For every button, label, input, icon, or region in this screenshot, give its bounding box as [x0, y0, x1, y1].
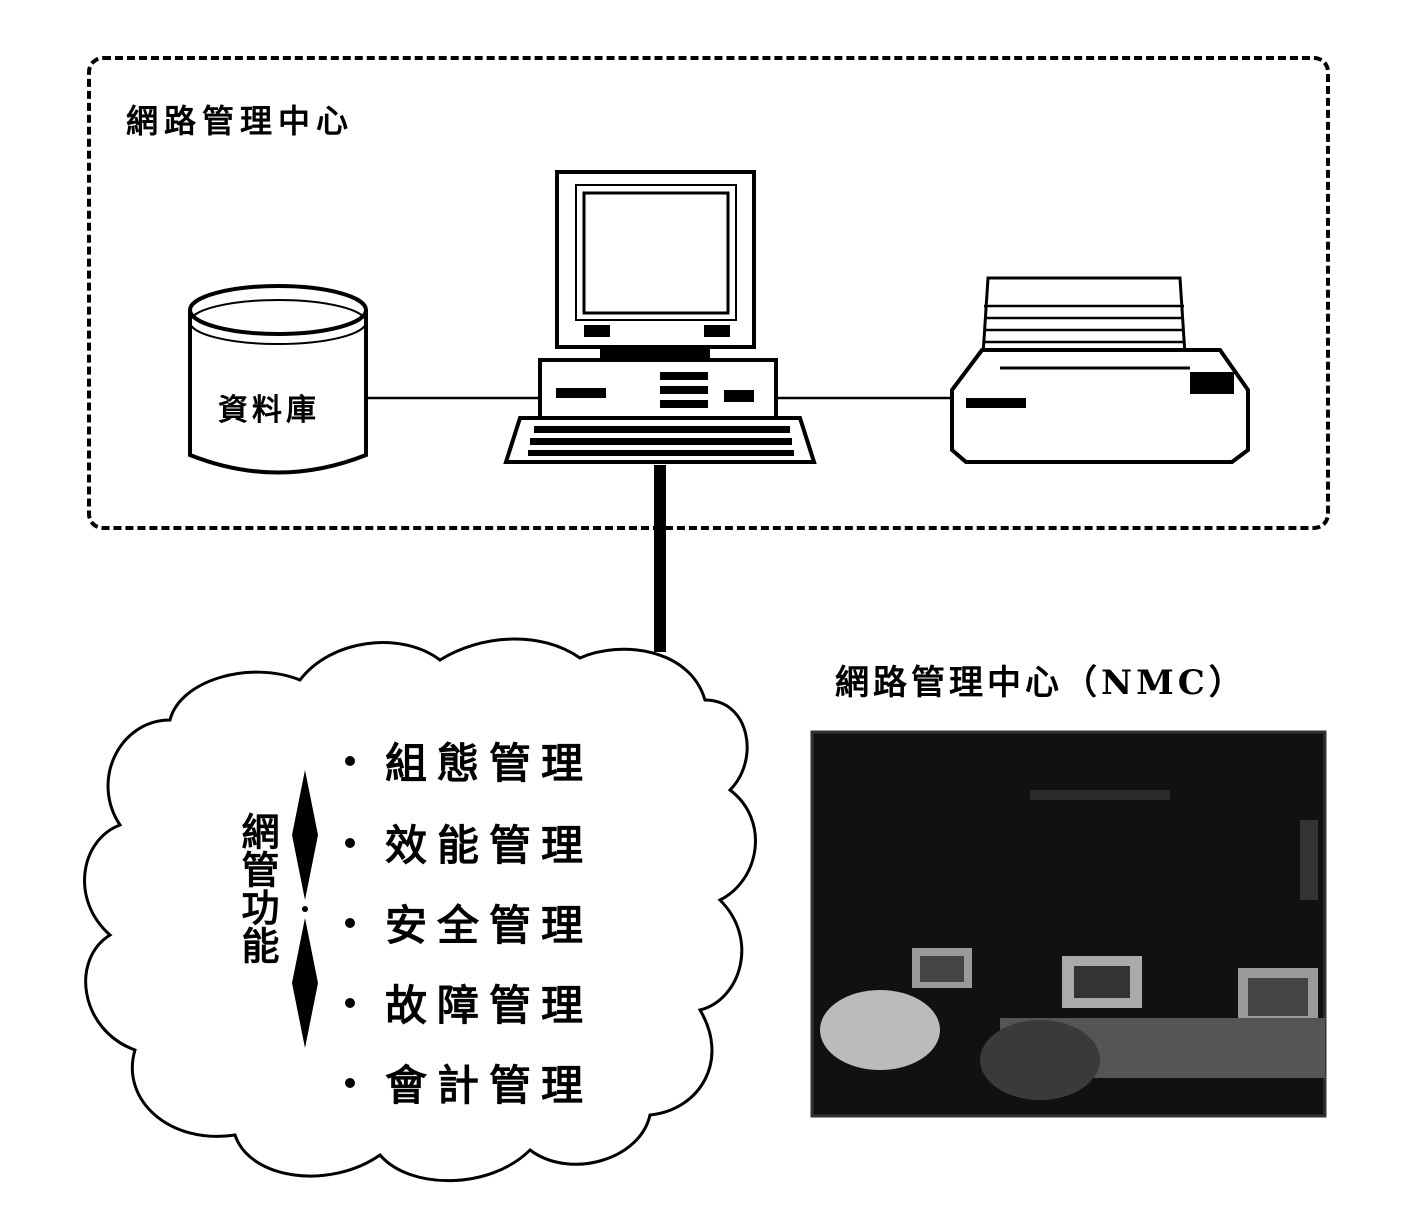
function-item: 安全管理 — [345, 892, 593, 953]
function-item: 效能管理 — [345, 812, 593, 873]
nmc-photo — [810, 730, 1327, 1118]
function-label: 效能管理 — [385, 821, 594, 870]
nmc-boundary — [87, 56, 1330, 530]
cloud-shape — [83, 637, 757, 1183]
bullet-icon — [345, 755, 355, 766]
double-arrow-icon — [292, 770, 318, 1048]
function-label: 故障管理 — [385, 981, 594, 1030]
function-label: 組態管理 — [385, 739, 594, 788]
database-icon — [188, 284, 368, 475]
bullet-icon — [345, 837, 355, 848]
function-label: 安全管理 — [385, 901, 594, 950]
nmc-box-title: 網路管理中心 — [126, 102, 355, 140]
bullet-icon — [345, 997, 355, 1008]
database-label: 資料庫 — [218, 393, 320, 428]
function-item: 會計管理 — [345, 1052, 593, 1113]
bullet-icon — [345, 917, 355, 928]
photo-caption: 網路管理中心（NMC） — [835, 663, 1247, 703]
functions-title: 網管功能 — [235, 812, 280, 964]
printer-icon — [950, 276, 1250, 464]
computer-icon — [503, 170, 817, 464]
function-label: 會計管理 — [385, 1061, 594, 1110]
function-item: 故障管理 — [345, 972, 593, 1033]
function-item: 組態管理 — [345, 730, 593, 791]
bullet-icon — [345, 1077, 355, 1088]
